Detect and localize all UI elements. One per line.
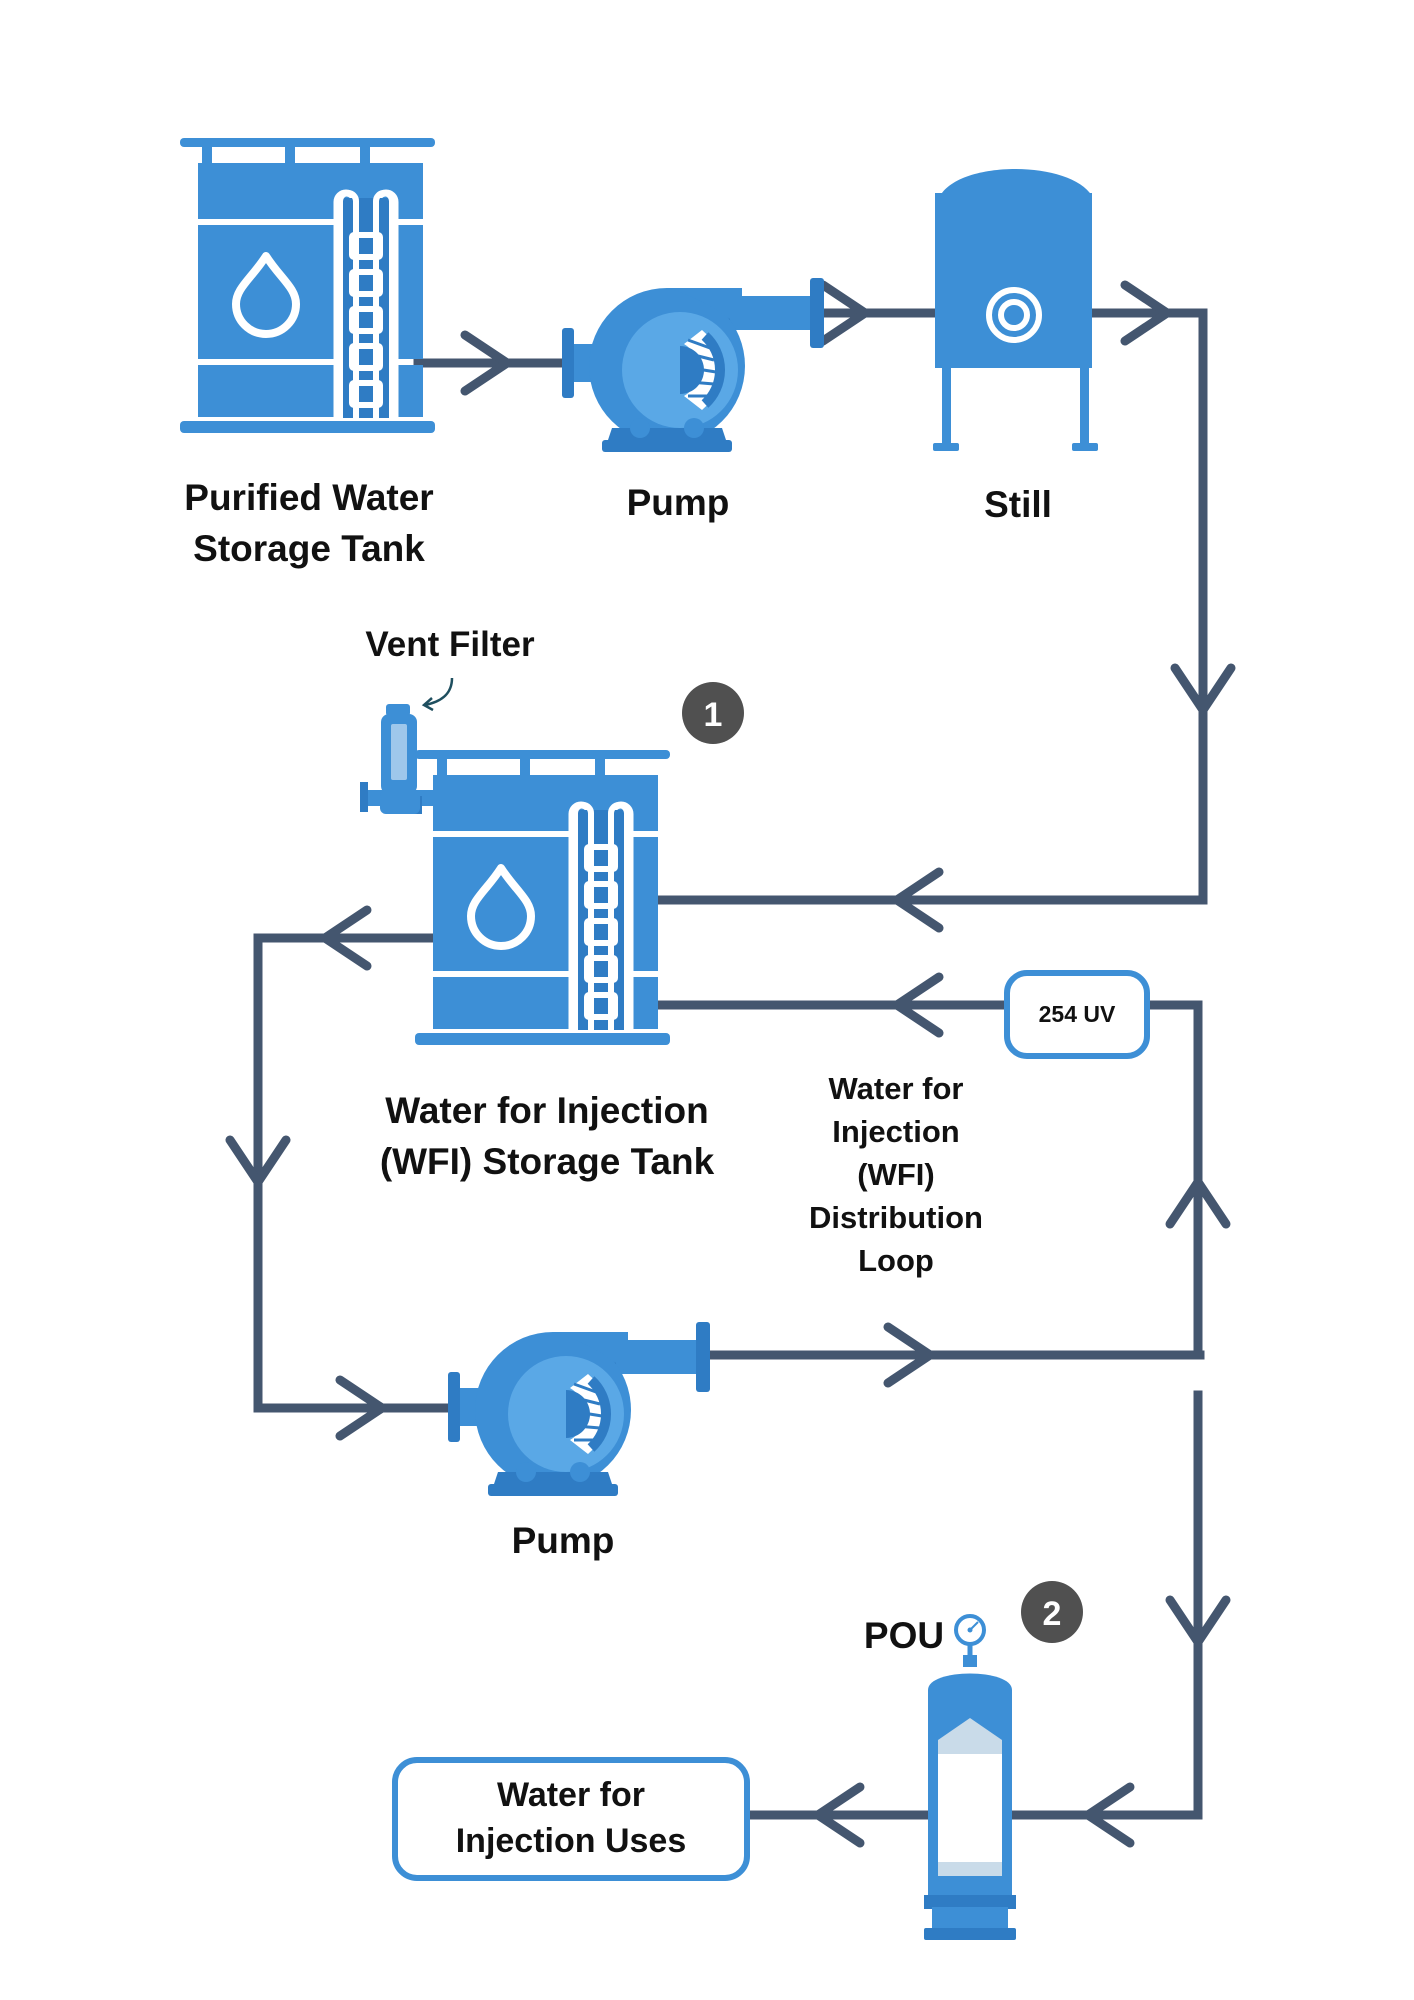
still-label: Still xyxy=(984,484,1052,525)
pipe-tank-to-pump2 xyxy=(253,933,450,1413)
badge-number: 1 xyxy=(704,696,723,734)
purified-tank-label-line1: Purified Water xyxy=(184,477,433,518)
pump-bottom-label: Pump xyxy=(512,1520,615,1561)
centrifugal-pump-icon xyxy=(562,278,824,452)
callout-arrowhead-icon xyxy=(421,697,434,712)
pipe-loop-to-pou xyxy=(1005,1390,1203,1820)
step-badge-1: 1 xyxy=(682,682,744,744)
pump-top-label: Pump xyxy=(627,482,730,523)
pipe-loop-return xyxy=(1142,1000,1203,1360)
uses-label-line1: Water for xyxy=(497,1776,645,1814)
wfi-tank-label-line2: (WFI) Storage Tank xyxy=(380,1141,715,1182)
step-badge-2: 2 xyxy=(1021,1581,1083,1643)
vent-filter-icon xyxy=(360,704,474,814)
loop-label-line3: (WFI) xyxy=(857,1157,934,1192)
loop-label-line5: Loop xyxy=(858,1243,934,1278)
wfi-uses-box: Water for Injection Uses xyxy=(392,1757,750,1881)
uv-label: 254 UV xyxy=(1039,1001,1116,1027)
still-vessel-icon xyxy=(933,169,1098,451)
uv-sterilizer-box: 254 UV xyxy=(1004,970,1150,1059)
centrifugal-pump-icon xyxy=(448,1322,710,1496)
badge-number: 2 xyxy=(1043,1595,1062,1633)
loop-label-line4: Distribution xyxy=(809,1200,983,1235)
loop-label-line2: Injection xyxy=(832,1114,959,1149)
pou-label: POU xyxy=(864,1615,944,1656)
vent-filter-label: Vent Filter xyxy=(365,625,535,664)
pipe-still-to-wfi-tank xyxy=(650,308,1208,905)
purified-tank-label-line2: Storage Tank xyxy=(193,528,425,569)
filter-housing-icon xyxy=(924,1645,1016,1940)
callout-arrow-icon xyxy=(424,677,454,707)
storage-tank-icon xyxy=(415,750,670,1045)
wfi-tank-label-line1: Water for Injection xyxy=(385,1090,708,1131)
pressure-gauge-icon xyxy=(954,1614,986,1646)
storage-tank-icon xyxy=(180,138,435,433)
uses-label-line2: Injection Uses xyxy=(456,1822,687,1860)
loop-label-line1: Water for xyxy=(829,1071,964,1106)
